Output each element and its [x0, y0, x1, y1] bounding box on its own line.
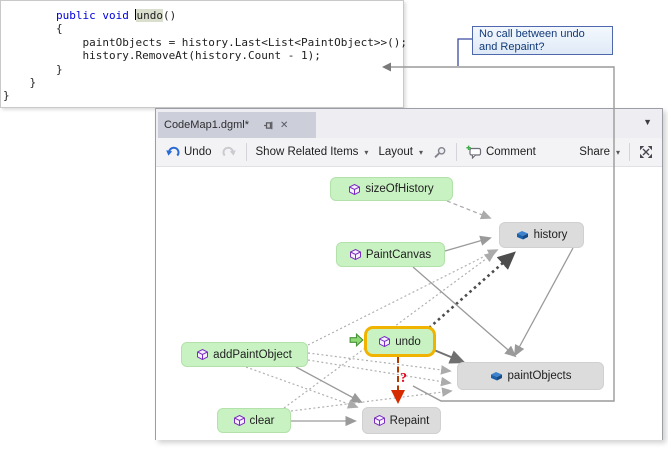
node-label: undo [395, 335, 421, 348]
node-label: clear [249, 414, 275, 427]
method-icon [373, 415, 385, 426]
callout-connector [457, 38, 472, 66]
toolbar-separator [455, 143, 457, 161]
fit-to-window-button[interactable] [634, 142, 658, 162]
field-icon [490, 372, 502, 381]
undo-label: Undo [184, 146, 212, 158]
show-related-items-label: Show Related Items [255, 146, 359, 158]
layout-label: Layout [378, 146, 413, 158]
redo-button[interactable] [217, 142, 242, 162]
toolbar-separator [245, 143, 247, 161]
node-undo[interactable]: undo [364, 326, 436, 357]
tab-title: CodeMap1.dgml* [164, 119, 249, 131]
method-icon [233, 415, 245, 426]
chevron-down-icon: ▾ [418, 147, 423, 157]
node-label: sizeOfHistory [365, 183, 434, 195]
chevron-down-icon: ▾ [364, 147, 369, 157]
code-editor-popup: public void undo() { paintObjects = hist… [0, 0, 407, 108]
current-location-arrow-icon [349, 333, 364, 347]
comment-button[interactable]: Comment [461, 142, 541, 162]
show-related-items-button[interactable]: Show Related Items ▾ [251, 143, 374, 161]
magnifier-icon [434, 146, 446, 158]
node-paintcanvas[interactable]: PaintCanvas [336, 242, 445, 267]
node-addpaintobject[interactable]: addPaintObject [181, 342, 308, 367]
comment-callout[interactable]: No call between undo and Repaint? [472, 26, 613, 55]
legend-button[interactable] [428, 143, 452, 162]
redo-icon [222, 146, 236, 157]
code-lines[interactable]: public void undo() { paintObjects = hist… [3, 9, 407, 103]
toolbar: Undo Show Related Items ▾ Layout ▾ [156, 138, 662, 167]
close-icon[interactable]: ✕ [280, 119, 289, 131]
share-button[interactable]: Share ▾ [574, 143, 625, 161]
pin-icon[interactable] [263, 120, 274, 131]
share-label: Share [579, 146, 610, 158]
layout-button[interactable]: Layout ▾ [373, 143, 428, 161]
undo-icon [166, 146, 180, 157]
new-comment-icon [466, 145, 482, 159]
method-icon [349, 183, 361, 195]
document-well-dropdown-icon[interactable]: ▼ [643, 117, 652, 127]
tab-strip: CodeMap1.dgml* ✕ ▼ [156, 109, 662, 138]
node-label: history [533, 229, 568, 241]
method-icon [349, 249, 361, 260]
codemap-window: CodeMap1.dgml* ✕ ▼ Undo [155, 108, 663, 440]
toolbar-separator [629, 143, 630, 161]
undo-button[interactable]: Undo [160, 142, 217, 162]
callout-line1: No call between undo [479, 28, 585, 40]
missing-call-question-mark[interactable]: ? [400, 371, 407, 386]
callout-line2: and Repaint? [479, 41, 545, 53]
graph-canvas[interactable] [156, 167, 662, 440]
tab-codemap[interactable]: CodeMap1.dgml* ✕ [158, 112, 316, 138]
node-label: addPaintObject [213, 348, 292, 361]
chevron-down-icon: ▾ [615, 147, 620, 157]
comment-label: Comment [485, 146, 536, 158]
node-sizeofhistory[interactable]: sizeOfHistory [330, 177, 453, 201]
node-label: paintObjects [507, 370, 572, 382]
node-paintobjects[interactable]: paintObjects [457, 362, 604, 390]
node-label: Repaint [389, 414, 430, 427]
method-icon [379, 336, 391, 347]
node-label: PaintCanvas [365, 248, 432, 261]
method-icon [197, 349, 209, 360]
field-icon [516, 231, 528, 240]
node-clear[interactable]: clear [217, 408, 291, 433]
node-history[interactable]: history [499, 222, 584, 248]
fit-to-window-icon [640, 146, 652, 158]
node-repaint[interactable]: Repaint [362, 407, 441, 434]
